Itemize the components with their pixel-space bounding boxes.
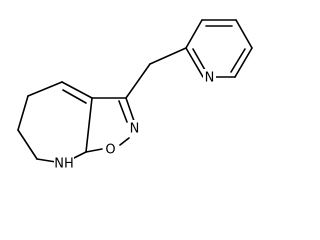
atom-isoxazole-n: N: [128, 120, 141, 137]
bond-py-n-c2-inner: [192, 48, 206, 71]
bond-py-c5-c6: [234, 47, 253, 78]
bond-c3-ch2: [125, 63, 151, 99]
atom-label-amine-nh: NH: [54, 157, 74, 172]
atom-pyridine-n: N: [203, 69, 216, 86]
bond-c4-c5: [27, 81, 63, 97]
bond-c3a-c4-inner: [62, 89, 87, 104]
bond-py-c4-c5: [235, 19, 253, 49]
bond-py-c2-c3: [185, 19, 203, 49]
bond-c3a-c4: [61, 81, 93, 99]
atom-label-pyridine-n: N: [205, 71, 215, 86]
bond-c5-c6: [17, 95, 29, 131]
bond-c8a-c3a: [85, 97, 93, 153]
atom-amine-nh: NH: [54, 155, 74, 172]
chemical-structure: N N O NH: [17, 19, 253, 172]
atom-isoxazole-o: O: [103, 142, 118, 158]
bond-ch2-pyridine: [149, 47, 187, 65]
atom-label-isoxazole-n: N: [130, 122, 140, 137]
azepine-ring: [17, 81, 93, 163]
bond-c3-n2-inner: [118, 100, 128, 123]
atom-label-isoxazole-o: O: [105, 143, 115, 158]
isoxazole-ring: [85, 97, 135, 153]
bond-o1-c8a: [85, 148, 103, 153]
pyridine-ring: [185, 19, 253, 78]
bond-py-c5-c6-inner: [230, 48, 246, 73]
bond-py-n-c2: [185, 47, 204, 78]
bond-c7-n8: [36, 158, 57, 163]
bond-n2-o1: [119, 137, 130, 146]
bond-c3-n2: [125, 97, 135, 122]
bond-c6-c7: [17, 129, 38, 160]
